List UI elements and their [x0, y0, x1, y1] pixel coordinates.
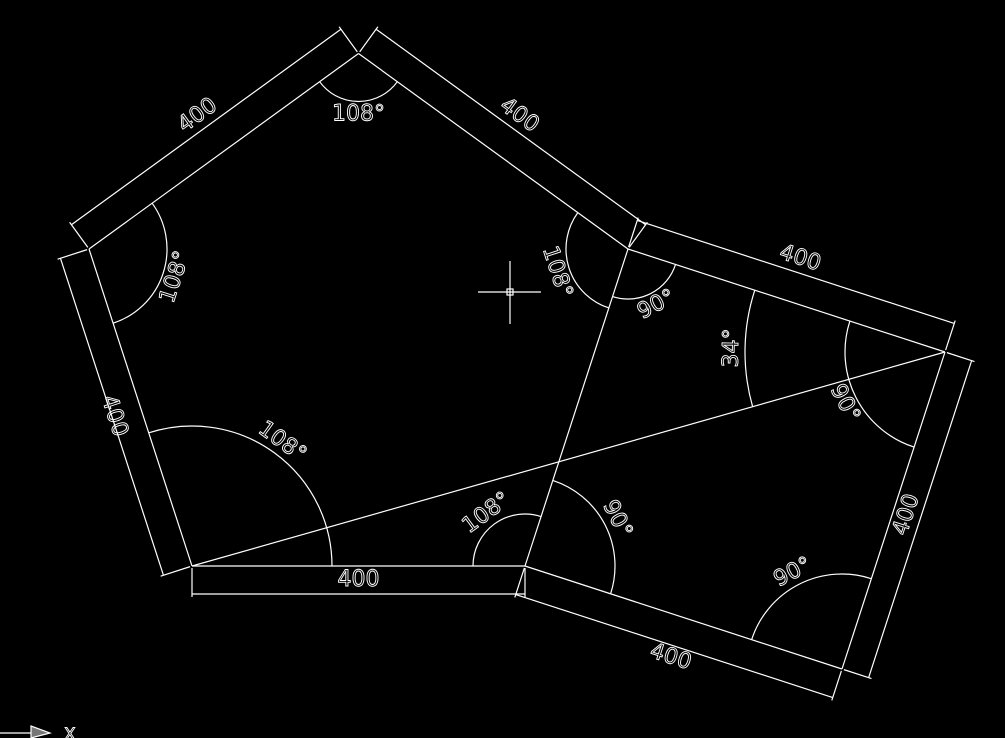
extension-line — [831, 670, 842, 701]
angle-arc — [472, 513, 542, 567]
crosshair-icon — [478, 261, 541, 324]
dimension-text: 400 — [776, 240, 824, 277]
ucs-x-label: X — [64, 725, 76, 738]
square-edge — [524, 565, 843, 670]
angle-arc — [552, 479, 616, 594]
square-edge — [841, 351, 946, 670]
extension-line — [843, 669, 872, 680]
angle-arc — [319, 81, 398, 103]
extension-line — [946, 352, 975, 363]
angle-text: 90° — [825, 380, 865, 426]
angle-text: 108° — [155, 248, 195, 306]
dimension-text: 400 — [888, 491, 925, 539]
angle-text: 108° — [537, 243, 577, 301]
extension-line — [338, 26, 358, 53]
linear-dimensions: 400 400 400 400 400 400 400 — [57, 26, 975, 701]
geometry — [88, 53, 946, 670]
dimension-line — [375, 28, 646, 226]
dimension-text: 400 — [495, 93, 544, 138]
dimension-line — [868, 360, 973, 678]
dimension-line — [59, 258, 165, 576]
angle-arc — [751, 573, 872, 640]
dimension-text: 400 — [96, 392, 133, 440]
extension-line — [628, 217, 639, 248]
ucs-arrow-icon: X — [0, 725, 76, 738]
angle-arc — [112, 202, 168, 324]
dimension-text: 400 — [173, 93, 222, 138]
dimension-text: 400 — [338, 567, 380, 592]
dimension-line — [637, 219, 955, 325]
angle-arc — [612, 264, 677, 300]
extension-line — [359, 26, 379, 53]
angle-arc — [565, 212, 610, 309]
angle-text: 34° — [719, 328, 745, 367]
dimension-text: 400 — [647, 639, 695, 676]
dimension-line — [71, 28, 342, 226]
pentagon-edge — [524, 248, 629, 567]
angle-text: 90° — [597, 496, 637, 542]
extension-line — [514, 567, 525, 598]
angle-text: 90° — [770, 552, 816, 592]
extension-line — [945, 320, 956, 351]
square-edge — [627, 248, 946, 353]
angle-arc — [744, 290, 756, 407]
dimension-line — [515, 593, 833, 699]
pentagon-edge — [88, 53, 359, 250]
diagonal-line — [191, 351, 946, 567]
extension-line — [69, 221, 89, 248]
pentagon-edge — [88, 248, 193, 567]
angle-text: 108° — [253, 416, 311, 467]
angle-text: 90° — [633, 285, 679, 325]
extension-line — [160, 566, 191, 577]
angle-arc — [844, 320, 915, 448]
extension-line — [628, 221, 648, 248]
extension-line — [57, 249, 88, 260]
angle-arc — [148, 425, 333, 567]
pentagon-edge — [358, 53, 629, 250]
angle-text: 108° — [332, 102, 385, 127]
